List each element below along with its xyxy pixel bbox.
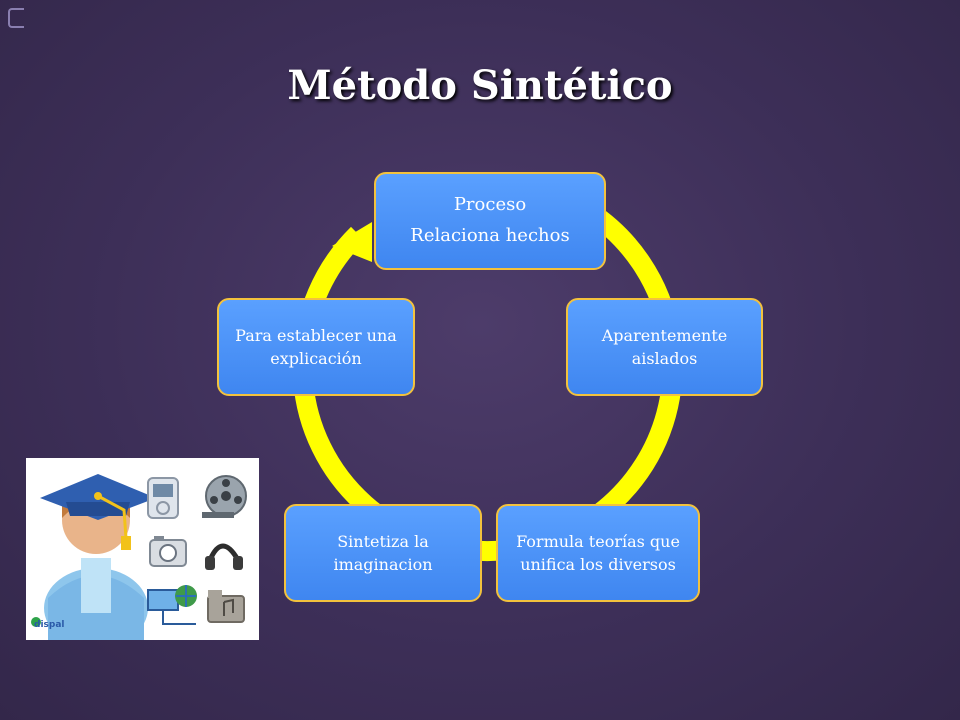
media-player-icon	[147, 477, 179, 519]
slide-title: Método Sintético	[287, 62, 673, 109]
cycle-node-establecer: Para establecer una explicación	[217, 298, 415, 396]
dispal-logo-icon	[31, 617, 41, 627]
node-text-line: Sintetiza la	[337, 531, 429, 551]
cycle-node-formula: Formula teorías que unifica los diversos	[496, 504, 700, 602]
node-text-line: unifica los diversos	[520, 555, 676, 574]
network-computer-icon	[147, 585, 197, 625]
logo-text: dispal	[34, 620, 65, 630]
corner-bracket-decoration	[8, 8, 24, 28]
node-text-line: Relaciona hechos	[410, 225, 570, 246]
headphones-icon	[205, 543, 243, 570]
cycle-node-aparentemente: Aparentemente aislados	[566, 298, 763, 396]
node-text-line: Aparentemente	[601, 325, 728, 345]
cycle-node-sintetiza: Sintetiza la imaginacion	[284, 504, 482, 602]
cycle-arrowhead	[332, 222, 372, 262]
camera-icon	[149, 536, 187, 567]
node-text-line: aislados	[631, 349, 698, 368]
student-technology-clipart	[26, 458, 259, 648]
graduate-student-icon	[40, 474, 156, 648]
music-folder-icon	[207, 590, 245, 623]
film-reel-icon	[202, 475, 247, 518]
node-text-line: imaginacion	[333, 555, 433, 574]
node-text-line: Formula teorías que	[516, 531, 680, 551]
node-text-line: Proceso	[453, 194, 527, 216]
node-text-line: explicación	[270, 349, 362, 368]
node-text-line: Para establecer una	[235, 325, 397, 345]
cycle-node-proceso: Proceso Relaciona hechos	[374, 172, 606, 270]
